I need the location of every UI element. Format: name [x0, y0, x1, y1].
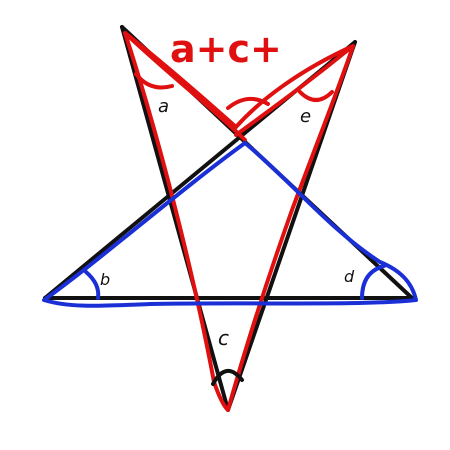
black-star-lines: [43, 25, 414, 412]
angle-arc-b: [84, 270, 101, 300]
black-angle-arcs: [211, 369, 244, 386]
black-edge-top-left-to-bottom: [120, 25, 230, 412]
angle-label-e: e: [300, 106, 311, 127]
red-hump-mark: [226, 96, 270, 110]
blue-triangle-bd: [42, 141, 418, 308]
blue-triangle-path: [42, 141, 418, 308]
angle-label-b: b: [100, 270, 110, 289]
red-cross-stroke: [123, 31, 247, 142]
angle-arc-a: [134, 72, 174, 90]
sum-annotation: a+c+: [170, 27, 282, 71]
red-triangle-ace: [123, 31, 355, 412]
angle-arc-e: [298, 90, 334, 102]
red-cross-stroke-2: [234, 44, 355, 137]
angle-arc-d: [360, 264, 386, 300]
angle-arc-c: [211, 369, 244, 386]
red-triangle-path: [123, 31, 355, 412]
angle-label-d: d: [344, 267, 355, 286]
angle-label-c: c: [218, 326, 229, 350]
angle-label-a: a: [158, 96, 169, 117]
